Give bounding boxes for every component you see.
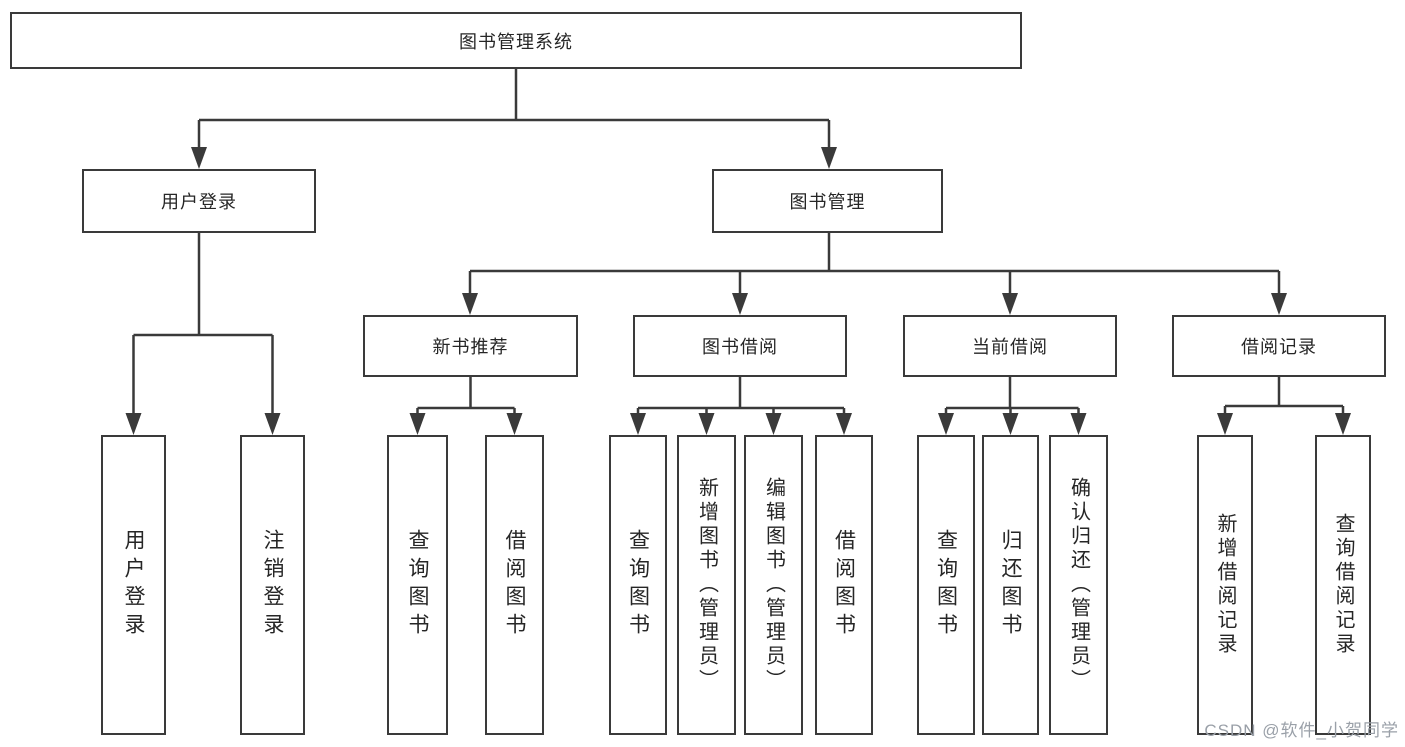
- leaf-newbooks-query-books: 查询图书: [387, 435, 448, 735]
- leaf-newbooks-borrow-books: 借阅图书: [485, 435, 544, 735]
- leaf-records-query-borrow-record: 查询借阅记录: [1315, 435, 1371, 735]
- leaf-borrowing-add-books-admin: 新增图书（管理员）: [677, 435, 736, 735]
- leaf-borrowing-edit-books-admin: 编辑图书（管理员）: [744, 435, 803, 735]
- node-new-book-recommendation: 新书推荐: [363, 315, 578, 377]
- node-current-borrowing: 当前借阅: [903, 315, 1117, 377]
- leaf-current-return-books: 归还图书: [982, 435, 1039, 735]
- node-borrowing-records: 借阅记录: [1172, 315, 1386, 377]
- node-book-borrowing: 图书借阅: [633, 315, 847, 377]
- leaf-records-add-borrow-record: 新增借阅记录: [1197, 435, 1253, 735]
- node-book-management: 图书管理: [712, 169, 943, 233]
- leaf-current-confirm-return-admin: 确认归还（管理员）: [1049, 435, 1108, 735]
- leaf-current-query-books: 查询图书: [917, 435, 975, 735]
- node-library-management-system: 图书管理系统: [10, 12, 1022, 69]
- csdn-watermark: CSDN @软件_小贺同学: [1204, 721, 1399, 740]
- leaf-borrowing-query-books: 查询图书: [609, 435, 667, 735]
- leaf-user-login: 用户登录: [101, 435, 166, 735]
- leaf-borrowing-borrow-books: 借阅图书: [815, 435, 873, 735]
- node-user-login: 用户登录: [82, 169, 316, 233]
- leaf-logout: 注销登录: [240, 435, 305, 735]
